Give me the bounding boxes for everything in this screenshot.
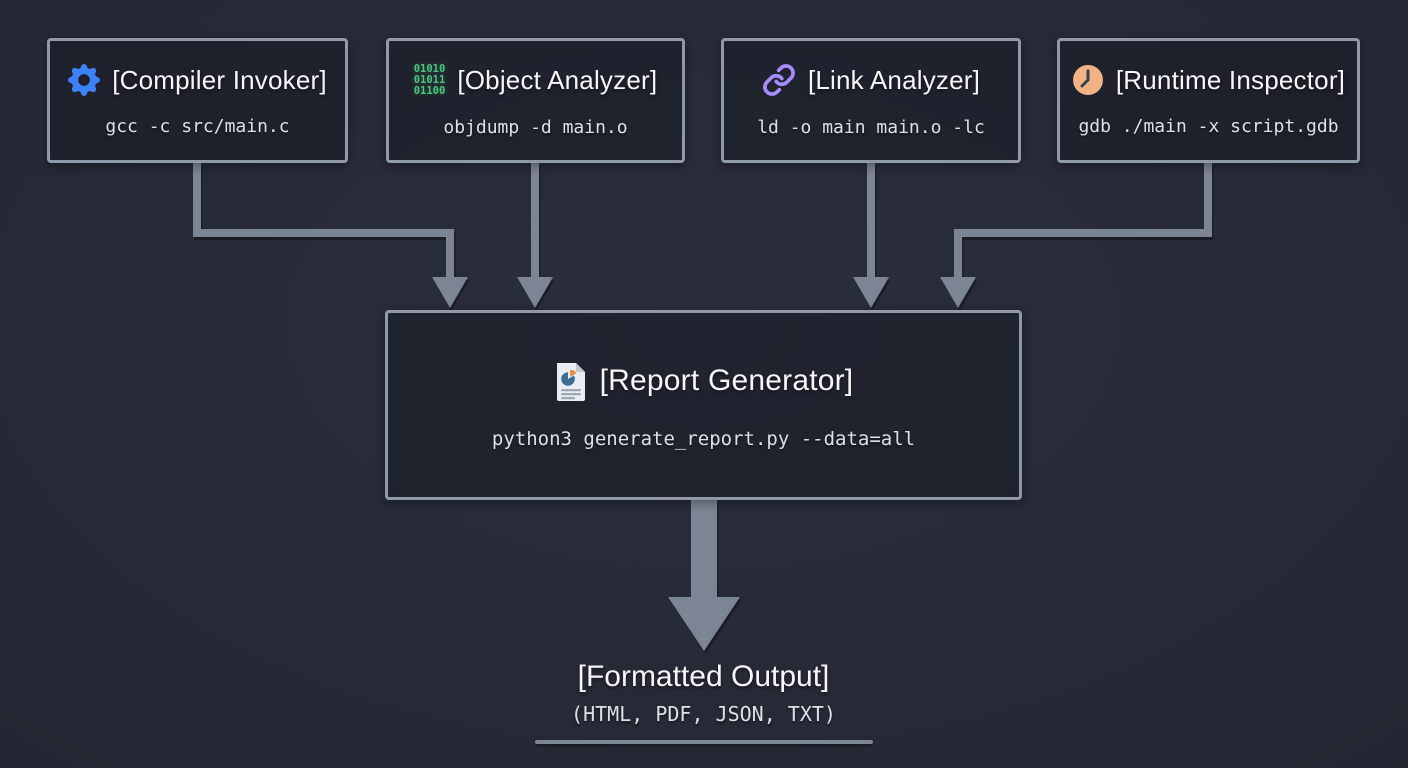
node-title: [Compiler Invoker] xyxy=(112,64,327,95)
node-command: ld -o main main.o -lc xyxy=(757,117,985,138)
binary-line: 01010 xyxy=(413,62,446,75)
output-underline xyxy=(534,740,873,744)
node-link-analyzer: [Link Analyzer] ld -o main main.o -lc xyxy=(721,38,1021,163)
node-report-generator: [Report Generator] python3 generate_repo… xyxy=(385,310,1022,500)
node-title-row: [Compiler Invoker] xyxy=(68,64,327,96)
node-command: python3 generate_report.py --data=all xyxy=(491,428,916,450)
node-compiler-invoker: [Compiler Invoker] gcc -c src/main.c xyxy=(47,38,348,163)
node-command: gdb ./main -x script.gdb xyxy=(1078,116,1339,137)
report-document-icon xyxy=(554,360,588,402)
output-title: [Formatted Output] xyxy=(577,660,830,693)
node-command: objdump -d main.o xyxy=(443,116,628,138)
link-icon xyxy=(762,63,796,97)
connector-compiler-to-report xyxy=(193,163,454,280)
node-title: [Report Generator] xyxy=(599,364,854,397)
binary-line: 01100 xyxy=(413,84,446,97)
arrowheads xyxy=(432,277,976,308)
node-runtime-inspector: [Runtime Inspector] gdb ./main -x script… xyxy=(1057,38,1360,163)
binary-line: 01011 xyxy=(413,73,446,86)
node-command: gcc -c src/main.c xyxy=(105,116,290,137)
node-title: [Link Analyzer] xyxy=(807,64,981,95)
node-title: [Object Analyzer] xyxy=(457,64,658,95)
node-object-analyzer: 01010 01011 01100 [Object Analyzer] objd… xyxy=(386,38,685,163)
node-title-row: [Link Analyzer] xyxy=(762,63,980,97)
clock-icon xyxy=(1072,64,1104,96)
output-formats: (HTML, PDF, JSON, TXT) xyxy=(571,702,836,726)
node-title-row: [Report Generator] xyxy=(554,360,854,402)
gear-icon xyxy=(68,64,101,96)
node-title-row: [Runtime Inspector] xyxy=(1072,64,1345,96)
formatted-output-block: [Formatted Output] (HTML, PDF, JSON, TXT… xyxy=(385,660,1022,744)
connector-runtime-to-report xyxy=(954,163,1212,280)
binary-icon: 01010 01011 01100 xyxy=(413,62,446,97)
node-title-row: 01010 01011 01100 [Object Analyzer] xyxy=(413,62,658,97)
node-title: [Runtime Inspector] xyxy=(1115,64,1346,95)
connector-report-to-output xyxy=(668,500,740,651)
